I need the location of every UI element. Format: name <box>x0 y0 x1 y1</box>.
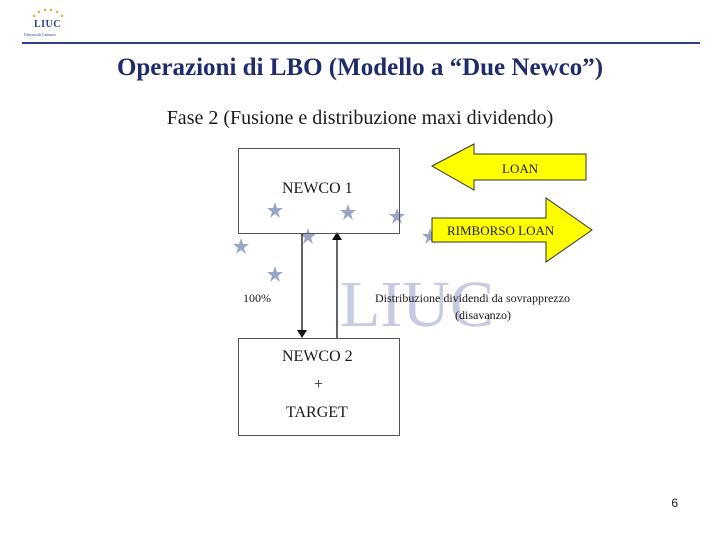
loan-arrow <box>430 143 587 191</box>
star-icon <box>340 204 356 220</box>
logo-stars-icon <box>32 8 64 18</box>
star-icon <box>267 266 283 282</box>
slide-subtitle: Fase 2 (Fusione e distribuzione maxi div… <box>166 107 554 129</box>
logo-subtitle: Università Cattaneo <box>24 32 56 37</box>
newco1-label: NEWCO 1 <box>282 180 353 197</box>
newco2-label: NEWCO 2 <box>282 348 353 365</box>
distribuzione-label-line1: Distribuzione dividendi da sovrapprezzo <box>375 291 570 305</box>
star-icon <box>233 238 249 254</box>
target-label: TARGET <box>286 404 348 421</box>
star-icon <box>267 202 283 218</box>
ownership-arrow <box>297 234 307 338</box>
rimborso-loan-arrow <box>431 197 593 263</box>
plus-label: + <box>314 376 324 393</box>
distribuzione-label-line2: (disavanzo) <box>455 308 511 322</box>
newco1-box <box>238 148 400 234</box>
star-icon <box>389 208 405 224</box>
watermark-stars-icon <box>233 202 438 282</box>
star-icon <box>422 228 438 244</box>
page-number: 6 <box>671 496 678 510</box>
watermark-text: LIUC <box>340 268 494 341</box>
dividend-arrow <box>332 232 342 338</box>
newco2-target-box <box>238 338 400 436</box>
rimborso-loan-label: RIMBORSO LOAN <box>447 223 555 238</box>
percent-label: 100% <box>243 291 271 305</box>
logo-text: LIUC <box>34 19 62 30</box>
slide-title: Operazioni di LBO (Modello a “Due Newco”… <box>116 54 604 81</box>
star-icon <box>300 228 316 244</box>
header-rule <box>22 42 700 44</box>
loan-label: LOAN <box>502 161 539 176</box>
liuc-logo: LIUC Università Cattaneo <box>22 8 72 42</box>
